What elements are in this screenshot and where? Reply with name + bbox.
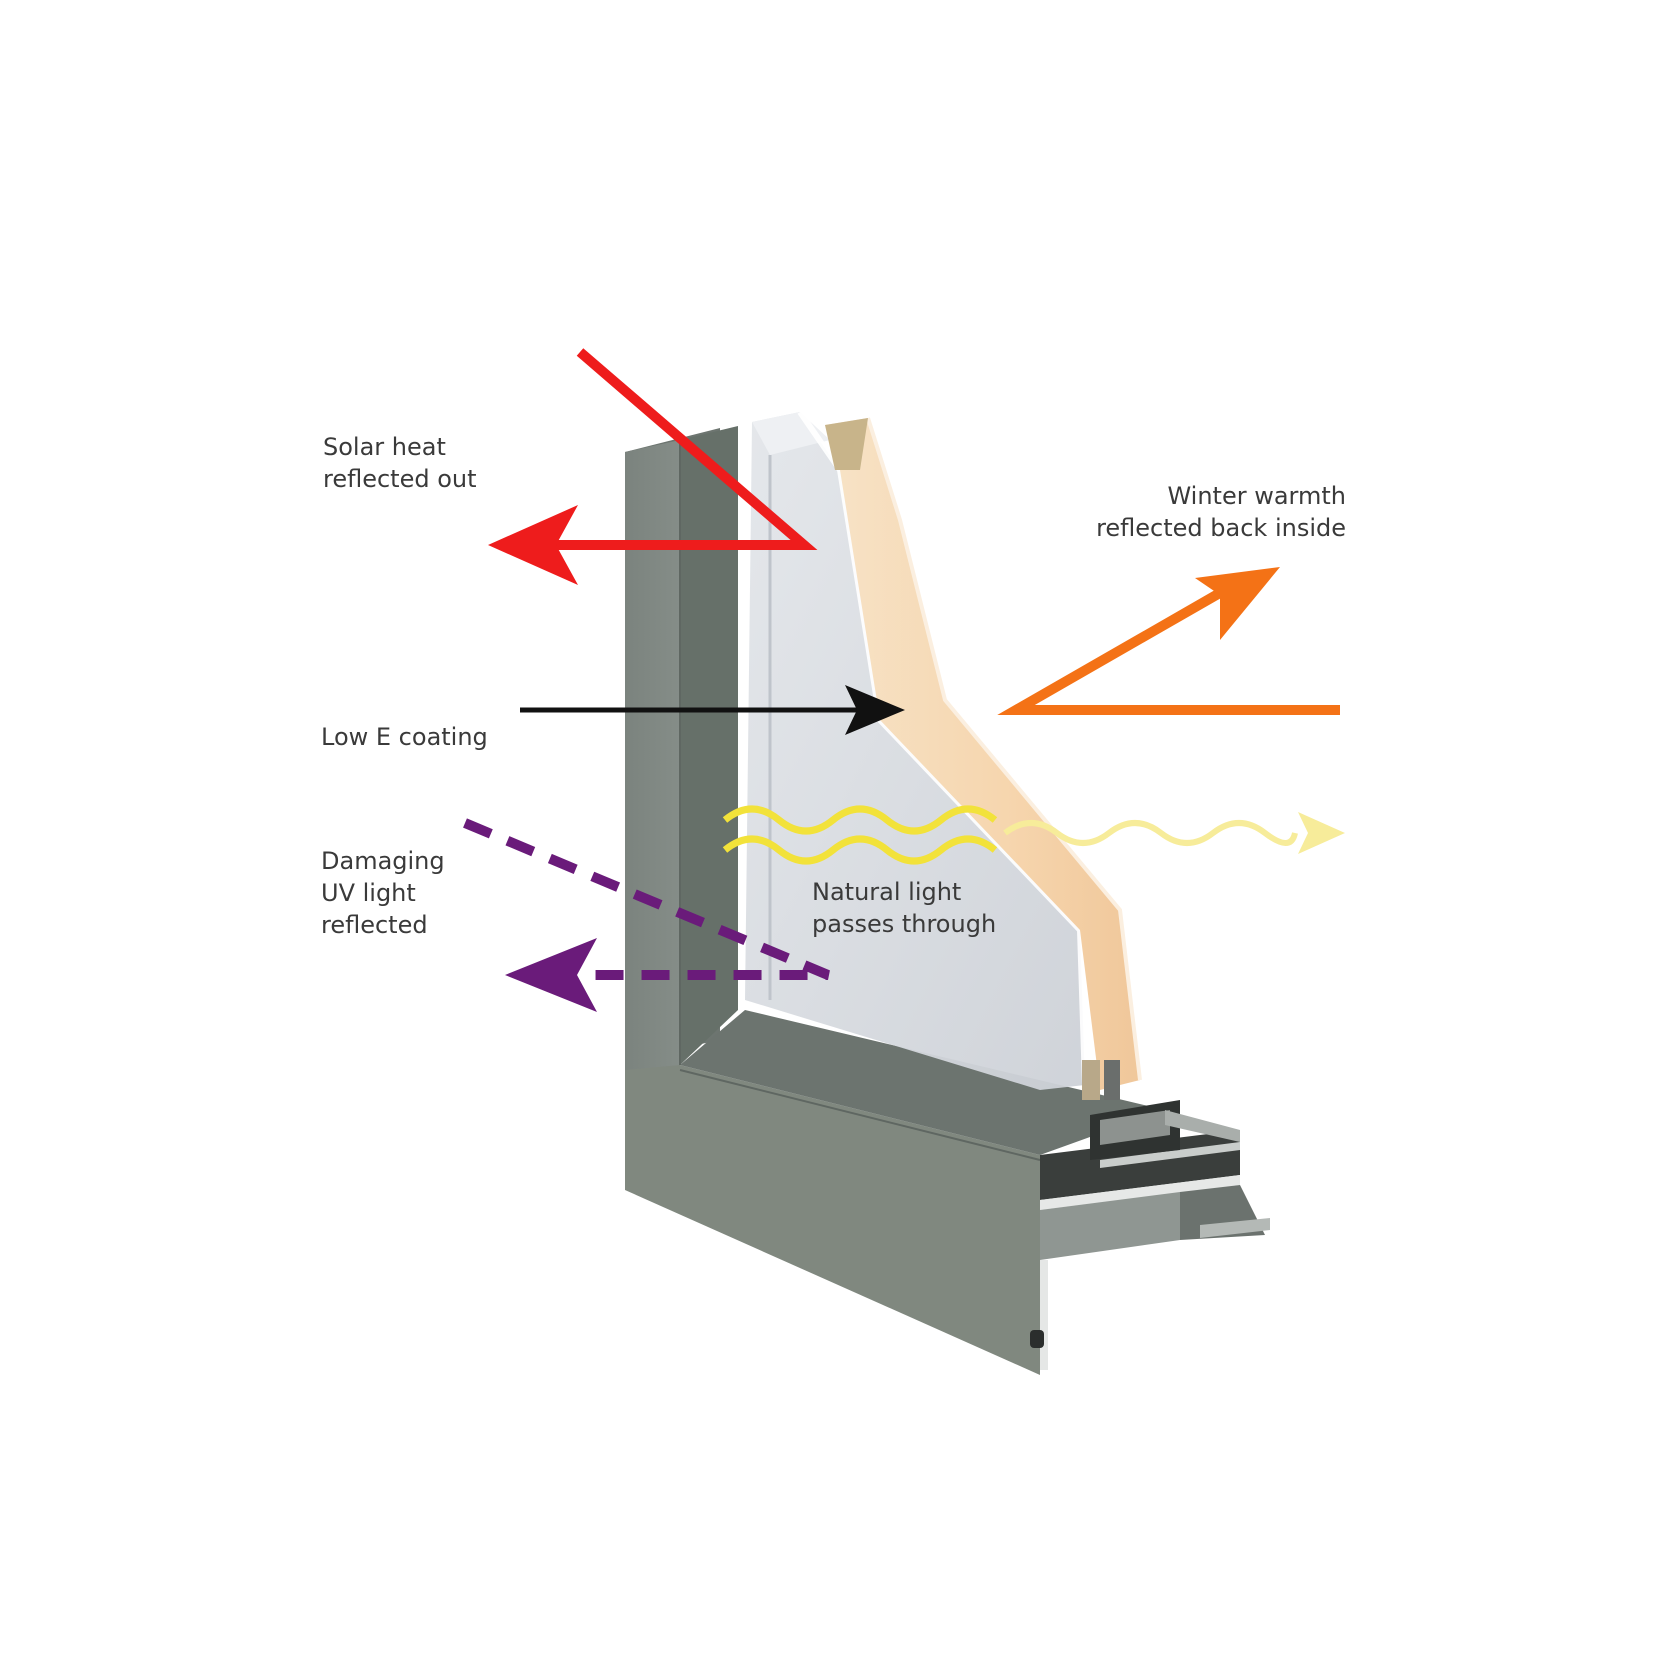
solar-heat-arrow: [488, 348, 818, 585]
uv-label: Damaging UV light reflected: [321, 845, 445, 941]
solar-heat-label: Solar heat reflected out: [323, 431, 477, 495]
sill-section: [1030, 1100, 1270, 1370]
outer-glass-pane: [825, 417, 1142, 1100]
natural-light-label: Natural light passes through: [812, 876, 996, 940]
low-e-label: Low E coating: [321, 721, 488, 753]
solar-heat-line-1: Solar heat: [323, 433, 446, 461]
natural-light-line-1: Natural light: [812, 878, 962, 906]
low-e-line-1: Low E coating: [321, 723, 488, 751]
window-frame: [625, 426, 1270, 1375]
winter-warmth-line-2: reflected back inside: [1096, 514, 1346, 542]
uv-line-3: reflected: [321, 911, 428, 939]
winter-warmth-line-1: Winter warmth: [1167, 482, 1346, 510]
natural-light-line-2: passes through: [812, 910, 997, 938]
natural-light-waves: [722, 805, 1345, 865]
uv-arrow: [463, 818, 830, 1012]
solar-heat-line-2: reflected out: [323, 465, 477, 493]
uv-line-2: UV light: [321, 879, 416, 907]
uv-line-1: Damaging: [321, 847, 445, 875]
winter-warmth-label: Winter warmth reflected back inside: [1096, 480, 1346, 544]
winter-warmth-arrow: [997, 567, 1340, 715]
low-e-arrow: [520, 685, 905, 735]
